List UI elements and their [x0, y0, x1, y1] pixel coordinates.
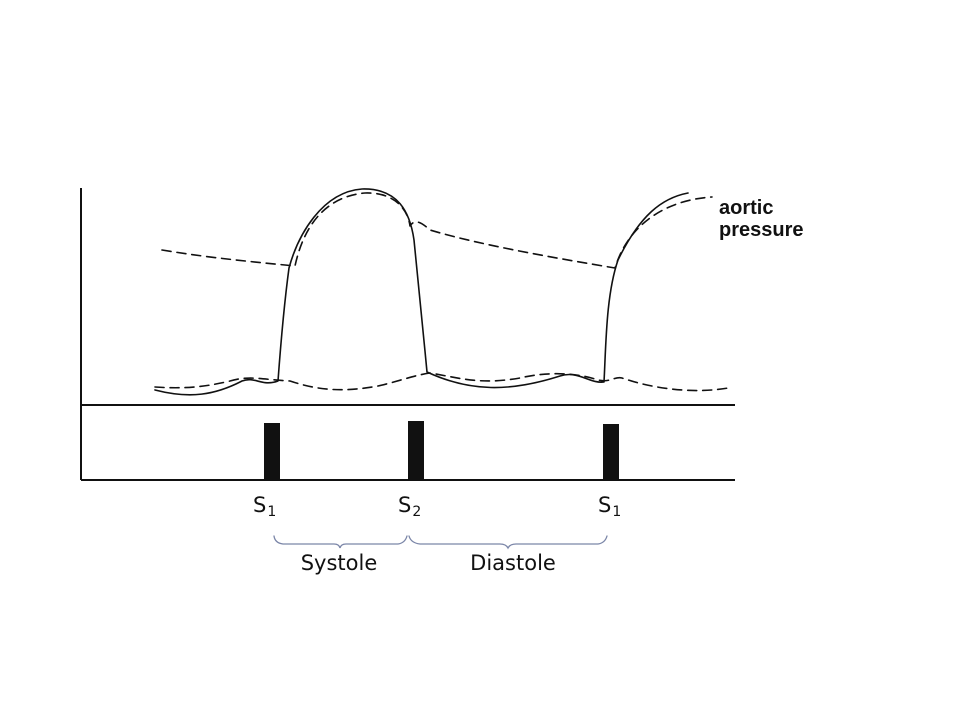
heart-sound-s1-subscript: 1 [267, 504, 277, 520]
heart-sound-s1-bar [264, 423, 280, 480]
heart-sound-s1-letter: S [253, 493, 267, 517]
heart-sound-s2-bar [408, 421, 424, 480]
systole-bracket [273, 535, 408, 549]
ventricular-pressure-curve [154, 188, 689, 396]
heart-sound-s1-second-bar [603, 424, 619, 480]
heart-sound-s1-second-subscript: 1 [612, 504, 622, 520]
diastole-bracket [408, 535, 608, 550]
heart-sound-s2-letter: S [398, 493, 412, 517]
systole-label: Systole [300, 551, 378, 575]
aortic-pressure-label-line2: pressure [719, 219, 804, 241]
aortic-pressure-curve [161, 192, 713, 269]
diastole-label: Diastole [470, 551, 556, 575]
heart-sound-s2-subscript: 2 [412, 504, 422, 520]
heart-sound-s2-label: S2 [398, 493, 422, 520]
heart-sound-s1-second-letter: S [598, 493, 612, 517]
heart-sound-s1-label: S1 [253, 493, 277, 520]
atrial-pressure-curve [154, 372, 729, 392]
aortic-pressure-label-line1: aortic [719, 197, 774, 219]
heart-sound-s1-second-label: S1 [598, 493, 622, 520]
